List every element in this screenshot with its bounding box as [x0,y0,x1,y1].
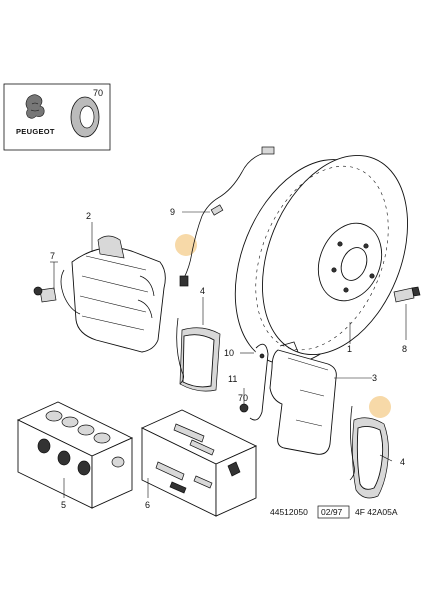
lion-logo-icon [25,94,45,119]
highlight-marker-1 [175,234,197,256]
part-label-2: 2 [86,211,91,221]
part-label-10: 10 [224,348,234,358]
bleed-screw [33,286,57,303]
caliper-bracket [269,341,337,455]
retaining-clip [239,403,249,413]
footer-code: 44512050 [270,507,308,517]
wheel-stud [393,286,421,303]
part-label-1: 1 [347,344,352,354]
washer-icon [70,96,100,138]
anti-rattle-spring [249,343,269,421]
part-label-6: 6 [145,500,150,510]
logo-brand-text: PEUGEOT [16,127,55,136]
brake-disc [234,155,408,365]
part-label-5: 5 [61,500,66,510]
highlight-marker-2 [369,396,391,418]
brake-caliper [60,235,166,353]
part-label-8: 8 [402,344,407,354]
part-label-3: 3 [372,373,377,383]
guide-pin-kit-box [140,409,258,517]
part-label-4-inner: 4 [200,286,205,296]
part-label-70: 70 [238,393,248,403]
footer-ref: 4F 42A05A [355,507,398,517]
footer-date-box [317,505,350,519]
brake-pad-outer [349,405,389,499]
footer-reference: 44512050 02/97 4F 42A05A [270,505,398,519]
part-label-11: 11 [228,374,237,384]
footer-date: 02/97 [321,507,343,517]
logo-ref-label: 70 [93,88,103,98]
part-label-7: 7 [50,251,55,261]
wear-sensor-cable [179,146,275,287]
leader-lines [50,211,407,498]
brake-pad-inner [176,317,221,392]
seal-kit-box [16,401,134,509]
part-label-9: 9 [170,207,175,217]
peugeot-logo-box: PEUGEOT 70 [3,83,111,151]
part-label-4-outer: 4 [400,457,405,467]
